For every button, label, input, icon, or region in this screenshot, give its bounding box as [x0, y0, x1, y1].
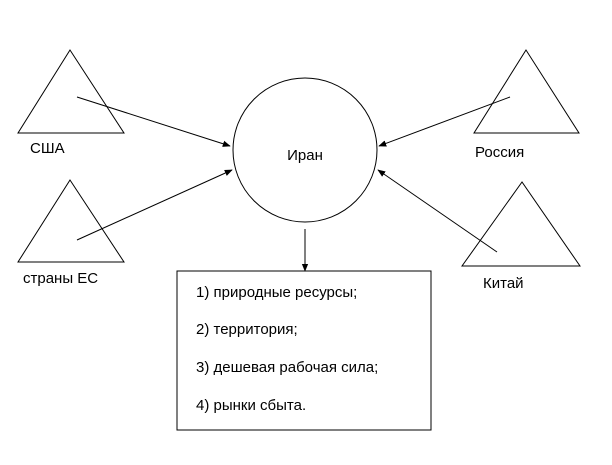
resources-box	[176, 270, 432, 431]
list-item-resources: 1) природные ресурсы;	[196, 284, 357, 301]
china-triangle	[461, 181, 581, 267]
iran-label: Иран	[287, 147, 323, 164]
arrow-eu-to-iran	[76, 169, 233, 241]
eu-label: страны ЕС	[23, 270, 98, 287]
russia-triangle	[473, 49, 580, 134]
eu-triangle	[17, 179, 125, 263]
usa-triangle	[17, 49, 125, 134]
russia-label: Россия	[475, 144, 524, 161]
list-item-labor: 3) дешевая рабочая сила;	[196, 359, 378, 376]
arrow-usa-to-iran	[76, 96, 231, 147]
arrow-china-to-iran	[377, 169, 498, 253]
list-item-markets: 4) рынки сбыта.	[196, 397, 306, 414]
iran-circle	[232, 77, 378, 223]
list-item-territory: 2) территория;	[196, 321, 298, 338]
china-label: Китай	[483, 275, 524, 292]
usa-label: США	[30, 140, 65, 157]
arrow-russia-to-iran	[378, 96, 511, 147]
